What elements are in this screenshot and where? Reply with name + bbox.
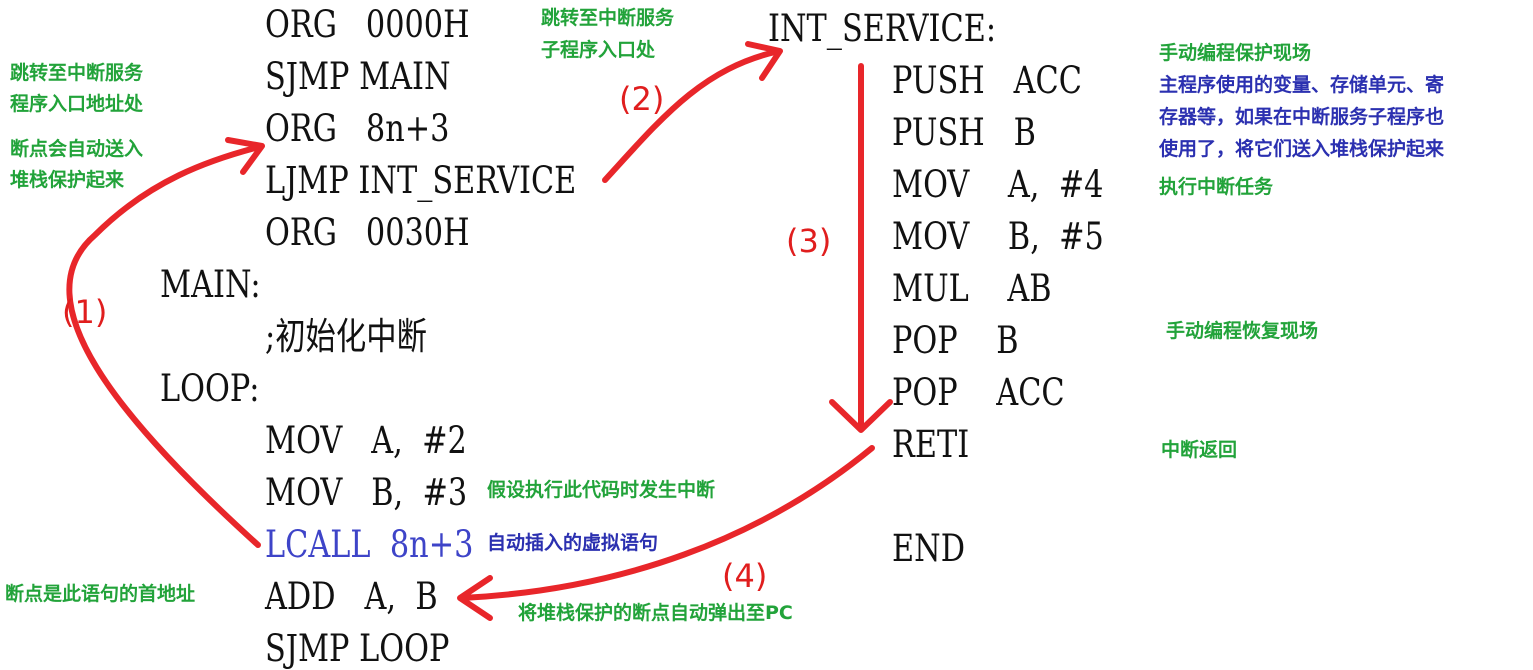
- note-pop-to-pc: 将堆栈保护的断点自动弹出至PC: [518, 602, 793, 624]
- note-jump-isr-addr-line1: 跳转至中断服务: [10, 62, 144, 84]
- note-breakpoint-address: 断点是此语句的首地址: [5, 583, 196, 605]
- step-2-label: (2): [619, 80, 665, 118]
- note-save-explain-line2: 存器等，如果在中断服务子程序也: [1159, 106, 1445, 128]
- isr-reti: RETI: [892, 423, 970, 466]
- note-jump-isr-addr-line2: 程序入口地址处: [10, 93, 144, 115]
- note-manual-save: 手动编程保护现场: [1159, 42, 1312, 64]
- isr-pop-b: POP B: [892, 319, 1019, 362]
- arrow-2-head: [745, 41, 783, 81]
- code-ljmp-int-service: LJMP INT_SERVICE: [265, 159, 577, 202]
- isr-push-b: PUSH B: [892, 111, 1036, 154]
- code-org-0000h: ORG 0000H: [265, 3, 470, 46]
- arrow-4-head: [457, 575, 493, 621]
- isr-mov-a-4: MOV A, #4: [892, 163, 1104, 206]
- isr-push-acc: PUSH ACC: [892, 59, 1082, 102]
- code-org-0030h: ORG 0030H: [265, 211, 470, 254]
- code-mov-b-3: MOV B, #3: [265, 471, 468, 514]
- isr-mul-ab: MUL AB: [892, 267, 1052, 310]
- note-int-return: 中断返回: [1161, 439, 1238, 461]
- note-breakpoint-push-line2: 堆栈保护起来: [10, 169, 125, 191]
- isr-mov-b-5: MOV B, #5: [892, 215, 1104, 258]
- arrow-1-head: [225, 137, 265, 175]
- step-4-label: (4): [722, 557, 768, 595]
- note-exec-task: 执行中断任务: [1159, 176, 1274, 198]
- step-3-label: (3): [786, 222, 832, 260]
- note-save-explain-line3: 使用了，将它们送入堆栈保护起来: [1159, 138, 1445, 160]
- isr-pop-acc: POP ACC: [892, 371, 1065, 414]
- note-jump-isr-entry-line1: 跳转至中断服务: [541, 7, 675, 29]
- code-sjmp-loop: SJMP LOOP: [265, 627, 450, 670]
- code-main-label: MAIN:: [160, 263, 261, 306]
- isr-label: INT_SERVICE:: [768, 7, 997, 50]
- note-manual-restore: 手动编程恢复现场: [1166, 320, 1319, 342]
- arrow-4-return: [459, 445, 875, 601]
- note-breakpoint-push-line1: 断点会自动送入: [10, 138, 144, 160]
- code-add-a-b: ADD A, B: [265, 575, 438, 618]
- code-sjmp-main: SJMP MAIN: [265, 55, 451, 98]
- note-jump-isr-entry-line2: 子程序入口处: [541, 39, 656, 61]
- code-org-vector: ORG 8n+3: [265, 107, 450, 150]
- note-auto-insert: 自动插入的虚拟语句: [487, 532, 659, 554]
- step-1-label: (1): [62, 293, 108, 331]
- code-init-comment: ;初始化中断: [265, 315, 427, 358]
- code-lcall-virtual: LCALL 8n+3: [265, 523, 474, 566]
- isr-end: END: [892, 527, 966, 570]
- arrow-2-to-isr: [602, 49, 778, 183]
- note-assume-interrupt: 假设执行此代码时发生中断: [487, 479, 716, 501]
- arrow-3-head: [829, 399, 893, 433]
- arrow-1-to-vector: [66, 145, 261, 548]
- code-loop-label: LOOP:: [160, 367, 260, 410]
- code-mov-a-2: MOV A, #2: [265, 419, 467, 462]
- note-save-explain-line1: 主程序使用的变量、存储单元、寄: [1159, 74, 1445, 96]
